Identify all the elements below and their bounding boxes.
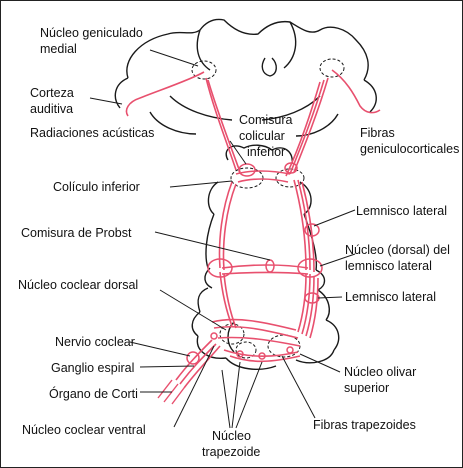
label-corteza-auditiva-1: Corteza bbox=[30, 86, 74, 100]
label-organo-corti: Órgano de Corti bbox=[49, 386, 138, 401]
label-fibras-geniculo-2: geniculocorticales bbox=[360, 142, 459, 156]
label-nucleo-trapezoide-1: Núcleo bbox=[212, 429, 251, 443]
label-nucleo-dorsal-2: lemnisco lateral bbox=[345, 259, 432, 273]
label-nucleo-dorsal-1: Núcleo (dorsal) del bbox=[345, 243, 450, 257]
diagram-labels: Núcleo geniculado medial Corteza auditiv… bbox=[18, 26, 459, 459]
label-nucleo-geniculado-2: medial bbox=[40, 42, 77, 56]
label-radiaciones: Radiaciones acústicas bbox=[30, 126, 154, 140]
label-nucleo-geniculado-1: Núcleo geniculado bbox=[40, 26, 143, 40]
label-coliculo-inferior: Colículo inferior bbox=[53, 180, 140, 194]
red-nuclei bbox=[158, 163, 322, 404]
label-lemnisco-lateral-2: Lemnisco lateral bbox=[345, 290, 436, 304]
brain-outline bbox=[115, 19, 376, 369]
label-nucleo-olivar-1: Núcleo olivar bbox=[344, 365, 416, 379]
label-comisura-colicular-3: inferior bbox=[247, 145, 285, 159]
label-lemnisco-lateral-1: Lemnisco lateral bbox=[356, 204, 447, 218]
label-ganglio-espiral: Ganglio espiral bbox=[51, 361, 134, 375]
label-nucleo-olivar-2: superior bbox=[344, 381, 389, 395]
label-nucleo-coclear-dorsal: Núcleo coclear dorsal bbox=[18, 278, 138, 292]
label-nucleo-trapezoide-2: trapezoide bbox=[202, 445, 260, 459]
label-nucleo-coclear-ventral: Núcleo coclear ventral bbox=[22, 423, 146, 437]
label-nervio-coclear: Nervio coclear bbox=[55, 335, 135, 349]
label-fibras-geniculo-1: Fibras bbox=[360, 126, 395, 140]
label-fibras-trapezoides: Fibras trapezoides bbox=[313, 418, 416, 432]
label-comisura-colicular-1: Comisura bbox=[239, 113, 293, 127]
label-comisura-probst: Comisura de Probst bbox=[21, 226, 132, 240]
label-comisura-colicular-2: colicular bbox=[239, 129, 285, 143]
label-corteza-auditiva-2: auditiva bbox=[30, 102, 73, 116]
